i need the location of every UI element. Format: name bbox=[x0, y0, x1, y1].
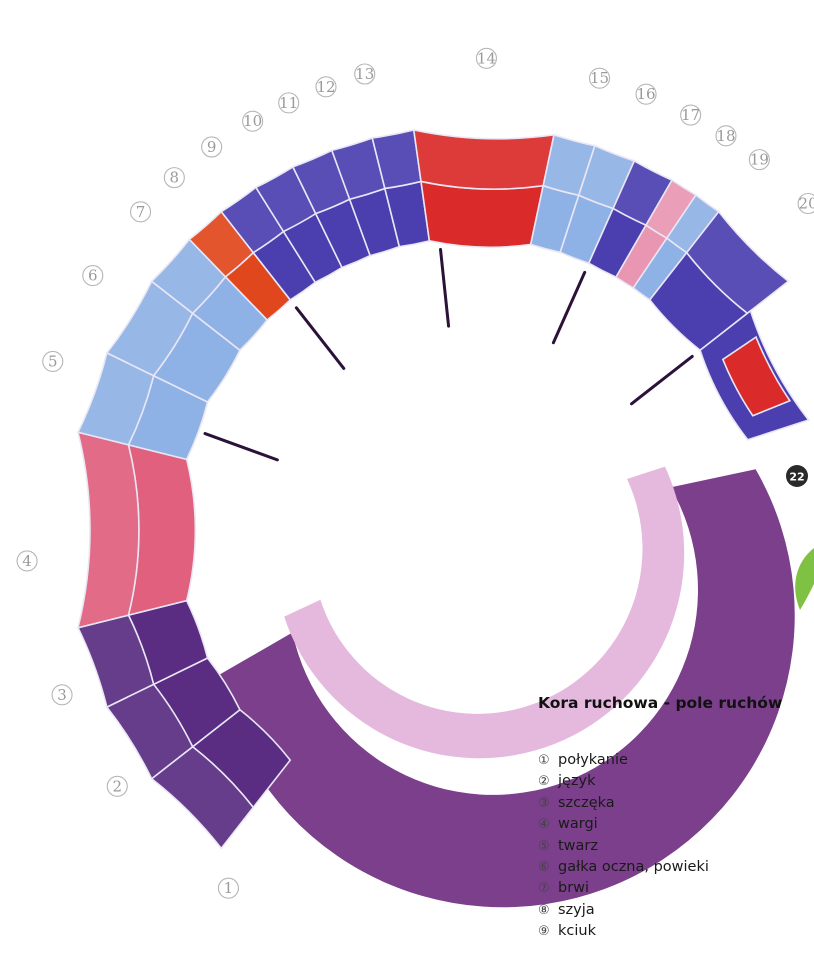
legend-item-label: połykanie bbox=[558, 752, 628, 768]
legend-item-marker: ⑥ bbox=[538, 857, 558, 878]
band-segment bbox=[421, 181, 543, 247]
cortex-sulcus bbox=[441, 250, 449, 327]
legend-item: ③szczęka bbox=[538, 793, 814, 814]
region-number-text: 14 bbox=[477, 49, 496, 67]
region-number-text: 3 bbox=[57, 686, 67, 704]
legend-item: ⑧szyja bbox=[538, 900, 814, 921]
legend-item-marker: ④ bbox=[538, 814, 558, 835]
region-number-11: 11 bbox=[279, 93, 299, 113]
dark-number-badge: 22 bbox=[786, 465, 808, 487]
region-number-text: 11 bbox=[279, 94, 298, 112]
region-number-8: 8 bbox=[164, 168, 184, 188]
region-number-3: 3 bbox=[52, 685, 72, 705]
region-number-6: 6 bbox=[83, 266, 103, 286]
legend-item-label: szczęka bbox=[558, 795, 615, 811]
region-number-17: 17 bbox=[681, 105, 701, 125]
region-number-12: 12 bbox=[316, 77, 336, 97]
band-segment-outer bbox=[414, 130, 554, 189]
region-number-19: 19 bbox=[749, 150, 769, 170]
legend-item-marker: ① bbox=[538, 750, 558, 771]
green-leaf-edge bbox=[795, 548, 814, 610]
cortex-sulcus bbox=[632, 356, 693, 403]
region-number-2: 2 bbox=[107, 776, 127, 796]
legend-item-label: brwi bbox=[558, 880, 589, 896]
legend-item-marker: ⑨ bbox=[538, 921, 558, 942]
legend-item-label: szyja bbox=[558, 902, 595, 918]
region-number-text: 12 bbox=[316, 78, 335, 96]
cortex-sulcus bbox=[296, 308, 343, 369]
region-number-20: 20 bbox=[798, 194, 814, 214]
region-number-text: 1 bbox=[224, 879, 234, 897]
legend-list: ①połykanie②język③szczęka④wargi⑤twarz⑥gał… bbox=[538, 750, 814, 943]
region-number-text: 19 bbox=[750, 151, 769, 169]
legend-title: Kora ruchowa - pole ruchów bbox=[538, 694, 814, 712]
legend-item: ①połykanie bbox=[538, 750, 814, 771]
region-number-text: 5 bbox=[48, 352, 58, 370]
region-number-5: 5 bbox=[43, 351, 63, 371]
region-number-9: 9 bbox=[202, 137, 222, 157]
legend-item: ②język bbox=[538, 771, 814, 792]
region-number-text: 20 bbox=[799, 195, 814, 213]
band-segment-outer bbox=[78, 432, 139, 627]
cortex-sulcus bbox=[553, 272, 584, 342]
legend-item-marker: ③ bbox=[538, 793, 558, 814]
legend-item: ⑨kciuk bbox=[538, 921, 814, 942]
dark-badge-text: 22 bbox=[789, 471, 804, 484]
legend-item: ⑤twarz bbox=[538, 836, 814, 857]
region-number-10: 10 bbox=[243, 111, 263, 131]
region-number-text: 18 bbox=[716, 127, 735, 145]
legend-item-marker: ⑧ bbox=[538, 900, 558, 921]
legend-item-marker: ⑦ bbox=[538, 878, 558, 899]
region-number-text: 6 bbox=[88, 267, 98, 285]
legend-item-label: wargi bbox=[558, 816, 598, 832]
region-number-text: 8 bbox=[170, 169, 180, 187]
region-number-text: 15 bbox=[590, 69, 609, 87]
region-number-18: 18 bbox=[716, 126, 736, 146]
legend-item: ⑥gałka oczna, powieki bbox=[538, 857, 814, 878]
legend-item-marker: ⑤ bbox=[538, 836, 558, 857]
region-number-text: 2 bbox=[112, 777, 122, 795]
region-number-4: 4 bbox=[17, 551, 37, 571]
legend-item-label: gałka oczna, powieki bbox=[558, 859, 709, 875]
region-number-15: 15 bbox=[590, 68, 610, 88]
region-number-16: 16 bbox=[636, 84, 656, 104]
region-number-text: 10 bbox=[243, 112, 262, 130]
region-number-text: 17 bbox=[681, 106, 700, 124]
region-number-text: 13 bbox=[355, 65, 374, 83]
cortex-sulcus bbox=[205, 434, 277, 460]
legend-item-marker: ② bbox=[538, 771, 558, 792]
region-number-text: 9 bbox=[207, 138, 217, 156]
region-number-text: 4 bbox=[22, 552, 32, 570]
legend-item-label: kciuk bbox=[558, 923, 596, 939]
legend-item-label: twarz bbox=[558, 838, 598, 854]
region-number-14: 14 bbox=[476, 48, 496, 68]
region-number-13: 13 bbox=[355, 64, 375, 84]
legend-item: ④wargi bbox=[538, 814, 814, 835]
legend-item-label: język bbox=[558, 773, 596, 789]
legend-item: ⑦brwi bbox=[538, 878, 814, 899]
region-number-text: 16 bbox=[637, 85, 656, 103]
region-number-7: 7 bbox=[131, 202, 151, 222]
region-number-text: 7 bbox=[136, 203, 146, 221]
region-number-1: 1 bbox=[218, 878, 238, 898]
